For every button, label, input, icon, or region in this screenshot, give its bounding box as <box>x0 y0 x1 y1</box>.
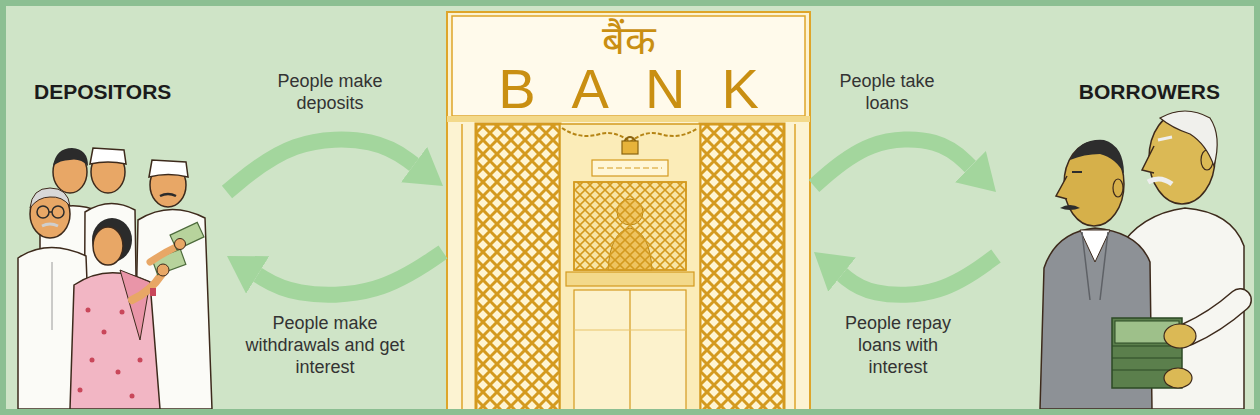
flow-arrow <box>814 140 970 186</box>
depositors-figures <box>102 330 107 335</box>
borrowers-figures <box>1060 205 1080 210</box>
bank-building <box>452 16 805 116</box>
edge-label: People take loans <box>822 70 952 114</box>
bank-building <box>598 168 662 169</box>
bank-node: बैंकBANK <box>447 12 810 415</box>
depositors-figures <box>93 227 123 265</box>
depositors-figures <box>149 160 188 177</box>
borrowers-figures <box>1164 368 1192 388</box>
depositors-figures <box>175 239 186 250</box>
depositors-figures <box>132 274 162 300</box>
depositors-figures <box>130 394 135 399</box>
frame <box>3 3 1257 412</box>
depositors-figures <box>90 358 95 363</box>
depositors-figures <box>42 224 58 226</box>
depositors-figures <box>160 194 176 196</box>
bank-building <box>476 124 560 415</box>
flow-arrow <box>227 140 414 192</box>
borrowers-figures <box>1070 140 1124 174</box>
depositors-figures <box>52 262 53 330</box>
borrowers-figures <box>1056 176 1067 199</box>
bank-building <box>461 124 463 415</box>
depositors-figures <box>30 188 70 208</box>
flow-arrow <box>842 256 996 295</box>
edge-label: People make withdrawals and get interest <box>245 312 405 378</box>
borrowers-figures <box>1188 300 1240 334</box>
group-title: DEPOSITORS <box>34 80 171 104</box>
borrowers-figures <box>1158 137 1172 140</box>
bank-building <box>574 182 686 270</box>
bank-building <box>562 128 698 142</box>
depositors-figures <box>170 222 204 249</box>
depositors-figures <box>120 310 125 315</box>
bank-building <box>629 290 630 415</box>
edge-label: People repay loans with interest <box>828 312 968 378</box>
bank-building <box>447 116 810 122</box>
bank-building <box>560 124 700 415</box>
depositors-figures <box>116 370 121 375</box>
depositors-figures <box>157 264 169 276</box>
borrowers-figures <box>1164 324 1196 348</box>
bank-building <box>574 290 686 415</box>
depositors-figures <box>49 211 52 213</box>
bank-building <box>700 124 784 415</box>
borrowers-figures <box>1148 179 1172 184</box>
bank-building <box>574 182 686 270</box>
depositors-figures <box>150 288 156 296</box>
borrowers-figures <box>1112 358 1182 359</box>
borrowers-figures <box>1082 232 1108 300</box>
flow-arrow <box>258 252 443 295</box>
depositors-figures <box>53 148 88 166</box>
depositors-figures <box>138 358 143 363</box>
depositors-figures <box>18 148 212 409</box>
depositors-figures <box>120 270 150 340</box>
bank-building <box>447 12 810 415</box>
bank-building <box>574 330 686 331</box>
bank-sign-text: BANK <box>462 62 795 116</box>
borrowers-figures <box>1072 171 1082 173</box>
borrowers-figures <box>1142 146 1154 173</box>
bank-building <box>592 160 668 176</box>
borrowers-figures <box>1040 111 1244 409</box>
group-node: BORROWERS <box>1000 72 1242 402</box>
depositors-figures <box>150 246 178 262</box>
bank-sign-text: बैंक <box>602 18 656 62</box>
bank-building <box>794 124 796 415</box>
depositors-figures <box>78 388 83 393</box>
borrowers-figures <box>1113 179 1123 197</box>
depositors-figures <box>90 148 126 164</box>
borrowers-figures <box>1188 300 1240 334</box>
edge-label: People make deposits <box>250 70 410 114</box>
depositors-figures <box>52 206 64 218</box>
bank-building <box>622 141 638 154</box>
depositors-figures <box>86 308 91 313</box>
bank-building <box>447 12 810 415</box>
depositors-figures <box>37 206 49 218</box>
bank-building <box>566 272 694 286</box>
group-node: DEPOSITORS <box>18 72 223 402</box>
group-title: BORROWERS <box>1079 80 1220 104</box>
